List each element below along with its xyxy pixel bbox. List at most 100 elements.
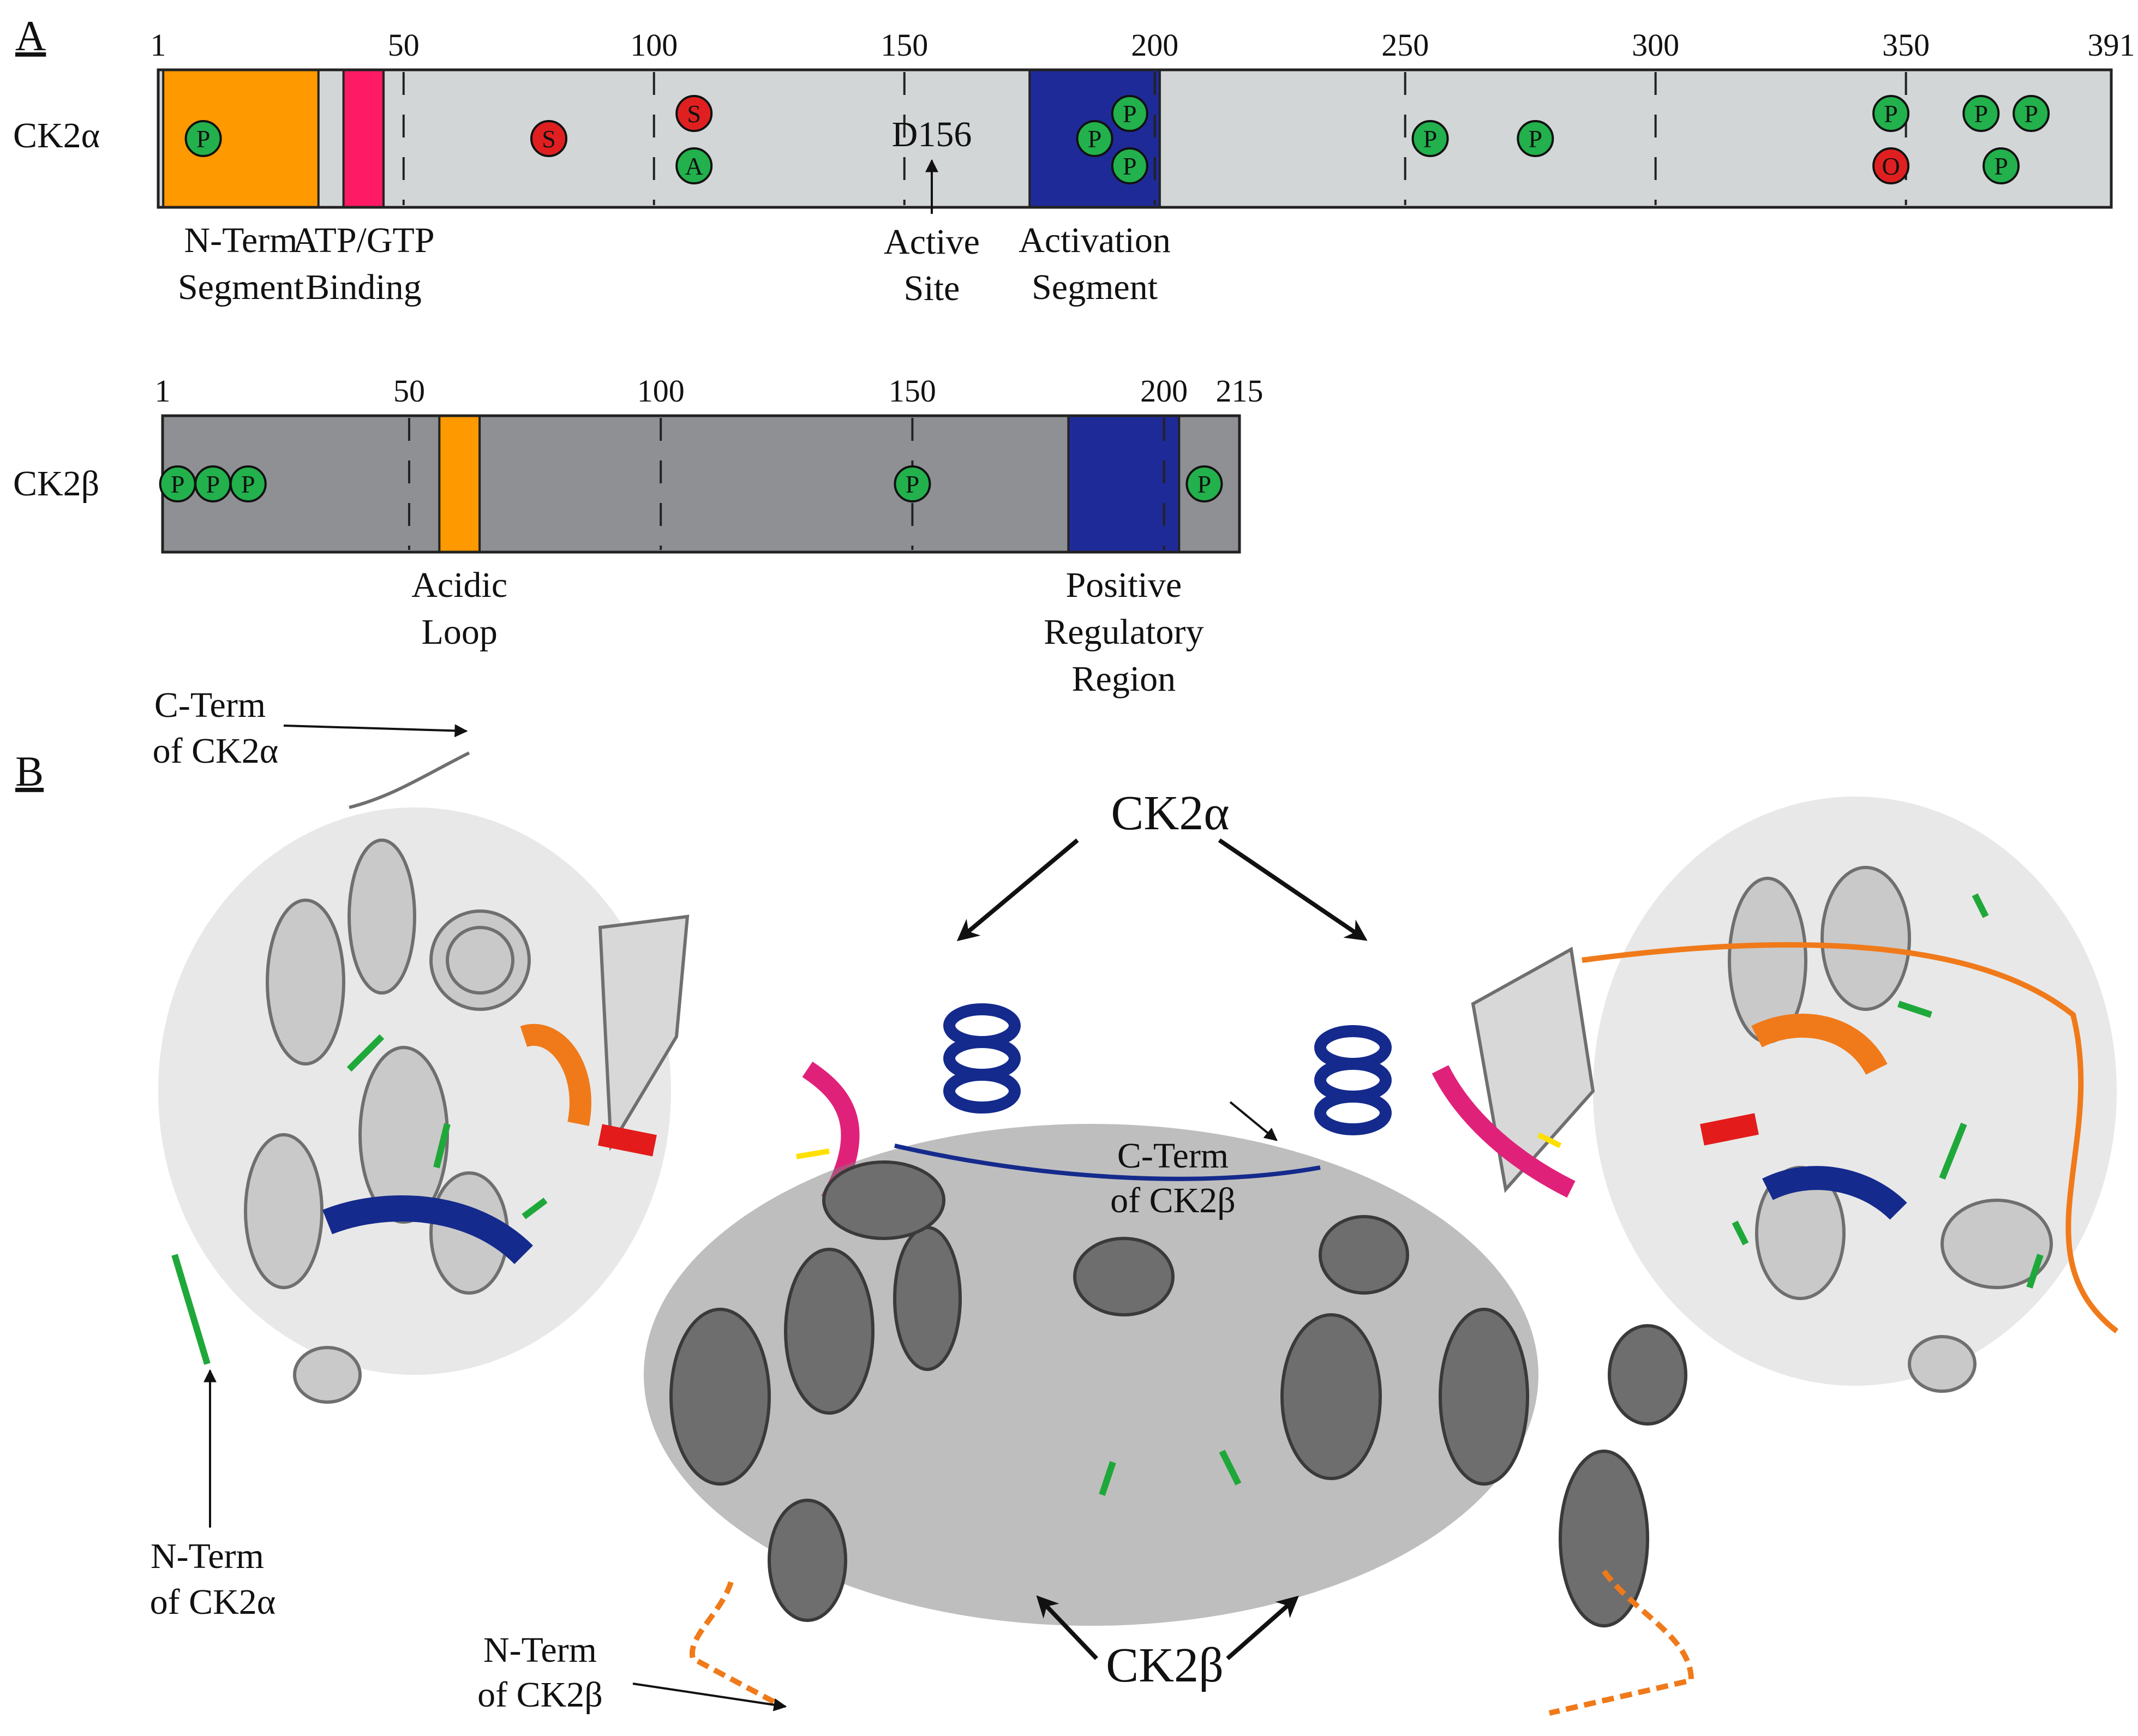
ck2b-site-p: P (194, 465, 232, 502)
ck2a-site-p: P (1111, 147, 1148, 184)
ck2b-region-label: Acidic (411, 565, 507, 605)
ck2a-right-nterm-tail (1582, 942, 2119, 1333)
cterm-ck2a-arrow (283, 724, 468, 738)
site-letter: P (1123, 152, 1137, 180)
ck2a-tick-label: 50 (388, 27, 420, 63)
ck2a-site-p: P (1517, 120, 1554, 157)
site-letter: P (1123, 100, 1137, 128)
cterm-ck2a-label-2: of CK2α (153, 731, 279, 771)
ck2a-tick-label: 1 (151, 27, 166, 63)
ck2a-tick-label: 391 (2088, 27, 2135, 63)
ck2b-tick-label: 200 (1140, 373, 1188, 409)
ck2a-right-atp-loop (1432, 1065, 1576, 1198)
ck2b-tick-label: 150 (889, 373, 936, 409)
ck2b-nterm-tail-left (689, 1581, 776, 1705)
structure-yellow-residues (796, 1132, 1562, 1159)
ck2b-tick-label: 215 (1216, 373, 1263, 409)
site-letter: S (687, 100, 701, 128)
ck2b-site-p: P (894, 465, 931, 502)
ck2a-tick-label: 300 (1632, 27, 1679, 63)
site-marker (1872, 147, 1910, 184)
site-letter: P (1529, 125, 1543, 153)
site-letter: P (1974, 100, 1989, 128)
site-marker (1185, 465, 1223, 502)
site-letter: P (171, 470, 185, 498)
active-site-residue: D156 (892, 115, 972, 154)
ck2a-right-red-patch (1700, 1113, 1759, 1146)
ck2a-tick-label: 150 (881, 27, 928, 63)
site-letter: P (1994, 152, 2008, 180)
ck2b-cterm-helices (894, 1003, 1392, 1181)
ck2a-right-orange-helix (1751, 1014, 1888, 1075)
ck2b-region-label: Region (1072, 659, 1176, 699)
site-marker (675, 95, 713, 132)
ck2b-tick-label: 1 (155, 373, 171, 409)
site-letter: P (1088, 125, 1102, 153)
ck2a-left-red-patch (598, 1124, 657, 1157)
ck2a-arrow-right (1218, 838, 1368, 941)
ck2a-site-s: S (530, 120, 567, 157)
ck2b-bar-background (161, 414, 1241, 554)
cterm-ck2b-label-2: of CK2β (1110, 1181, 1236, 1220)
site-letter: P (1197, 470, 1212, 498)
site-marker (229, 465, 267, 502)
ck2b-site-p: P (159, 465, 196, 502)
ck2a-region-label: Activation (1019, 220, 1171, 260)
site-letter: O (1882, 152, 1900, 180)
ck2a-structure-label: CK2α (1111, 786, 1229, 840)
ck2b-site-p: P (1185, 465, 1223, 502)
ck2a-site-o: O (1872, 147, 1910, 184)
ck2b-region-label: Regulatory (1044, 612, 1203, 652)
site-marker (1411, 120, 1449, 157)
ck2b-region-acidic-loop (438, 415, 481, 553)
ck2b-dimer (644, 1124, 1687, 1627)
nterm-ck2b-label-1: N-Term (483, 1630, 597, 1670)
ck2a-region-label: Segment (178, 267, 304, 307)
ck2b-region-positive-regulatory-region (1067, 415, 1181, 553)
ck2a-tick-label: 250 (1381, 27, 1429, 63)
ck2a-site-p: P (184, 120, 222, 157)
site-marker (1076, 120, 1113, 157)
ck2b-region-label: Positive (1065, 565, 1182, 605)
cterm-ck2b-label-1: C-Term (1117, 1136, 1229, 1176)
ck2a-region-labels: N-TermSegmentATP/GTPBindingActivationSeg… (178, 220, 1171, 307)
ck2a-region-atp-gtp-binding (342, 69, 385, 208)
ck2b-region-label: Loop (422, 612, 498, 652)
site-letter: P (241, 470, 255, 498)
ck2a-region-label: ATP/GTP (292, 220, 434, 260)
ck2b-tick-label: 100 (637, 373, 685, 409)
site-marker (1872, 95, 1910, 132)
ck2a-arrow-left (956, 838, 1079, 942)
site-marker (675, 147, 713, 184)
site-marker (894, 465, 931, 502)
site-marker (530, 120, 567, 157)
panel-b-label: B (15, 747, 44, 795)
site-letter: P (906, 470, 920, 498)
nterm-ck2a-label-1: N-Term (151, 1536, 264, 1576)
ck2b-tick-label: 50 (393, 373, 425, 409)
site-marker (1962, 95, 2000, 132)
ck2b-arrow-left (1036, 1595, 1098, 1660)
ck2-holoenzyme-structure (158, 751, 2119, 1716)
structure-phosphosites (171, 893, 2044, 1496)
ck2a-site-p: P (1872, 95, 1910, 132)
ck2a-site-p: P (2013, 95, 2050, 132)
ck2a-site-p: P (1411, 120, 1449, 157)
ck2a-right-subunit (1471, 797, 2117, 1393)
site-marker (1111, 95, 1148, 132)
site-letter: P (196, 125, 211, 153)
ck2a-site-a: A (675, 147, 713, 184)
active-site-label-2: Site (904, 268, 960, 308)
ck2a-region-label: Segment (1032, 267, 1158, 307)
site-marker (1983, 147, 2020, 184)
ck2b-domain-bar (161, 414, 1241, 554)
ck2a-bar-outline (157, 68, 2113, 209)
ck2a-left-activation-segment (322, 1195, 533, 1265)
ck2a-right-activation-segment (1762, 1166, 1907, 1220)
nterm-ck2a-label-2: of CK2α (150, 1582, 276, 1622)
nterm-ck2b-label-2: of CK2β (477, 1675, 603, 1715)
active-site-label-1: Active (884, 222, 980, 262)
